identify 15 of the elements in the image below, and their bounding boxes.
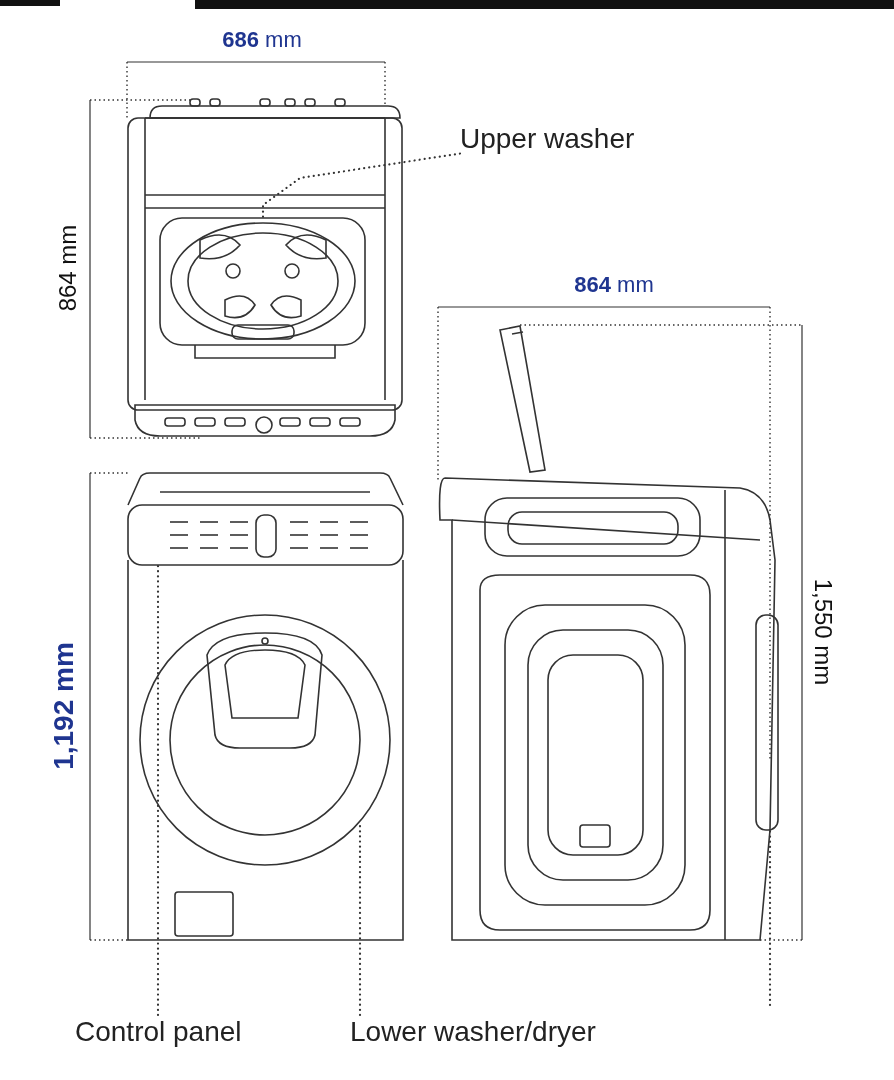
dimension-label: 864 mm xyxy=(54,224,82,312)
callout-label: Control panel xyxy=(75,1015,242,1049)
drum-window xyxy=(159,217,366,346)
dimension-label: 1,192 mm xyxy=(48,642,80,770)
leader-line xyxy=(261,152,462,220)
door-circle xyxy=(139,614,391,866)
leader-line xyxy=(156,563,160,1017)
dimension-label: 686 mm xyxy=(222,27,302,53)
dimension-label: 1,550 mm xyxy=(809,578,837,686)
leader-line xyxy=(768,828,772,1007)
dimension-label: 864 mm xyxy=(574,272,654,298)
control-panel xyxy=(127,504,404,566)
callout-label: Upper washer xyxy=(460,122,635,156)
side-door xyxy=(755,614,779,831)
callout-label: Lower washer/dryer xyxy=(350,1015,596,1049)
